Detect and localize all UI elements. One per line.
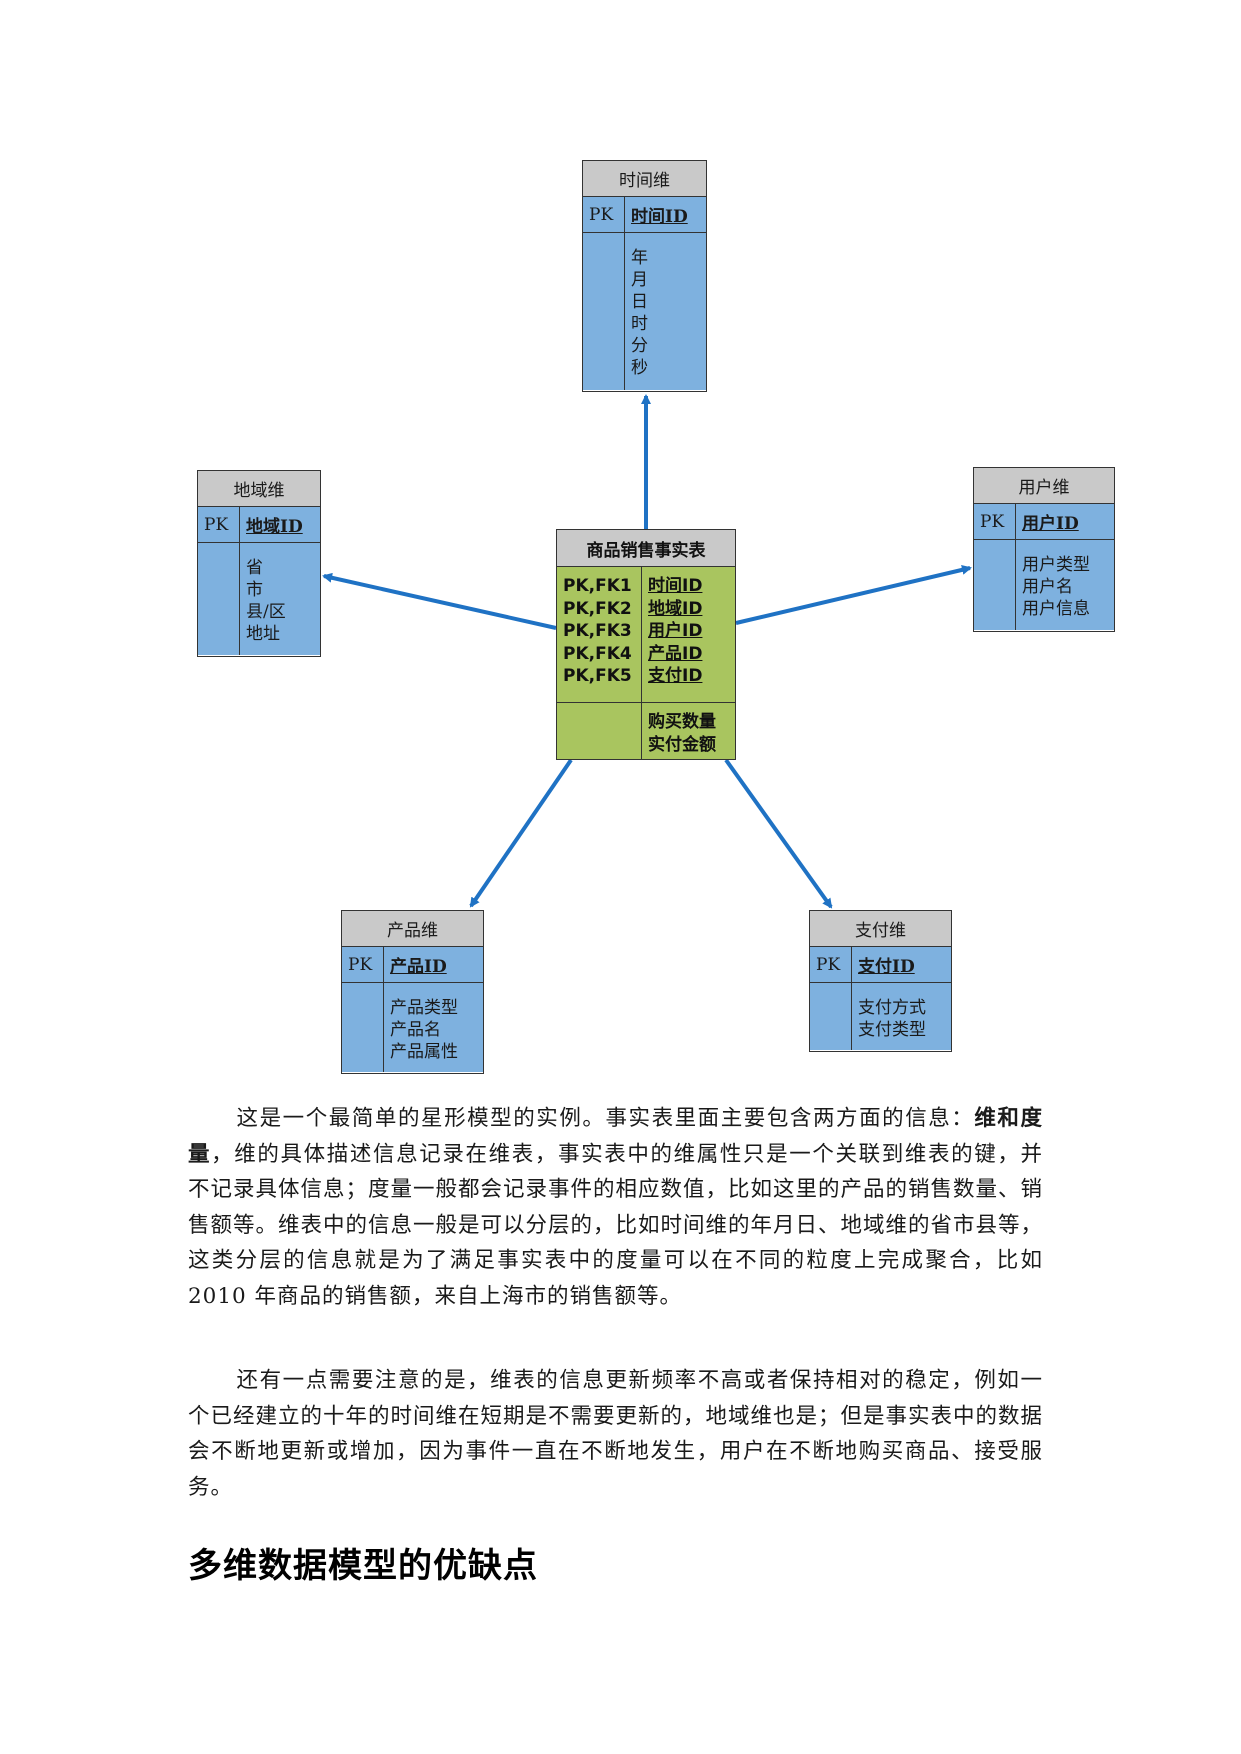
pk-field: 地域ID [246, 517, 303, 537]
arrow-to-payment [724, 758, 833, 909]
star-schema-diagram: 时间维 PK 时间ID 年 月 日 时 分 秒 地域维 PK 地域ID [197, 160, 1115, 1074]
attribute: 用户名 [1022, 577, 1073, 597]
fact-field: 时间ID [648, 576, 703, 596]
attribute: 日 [631, 292, 648, 312]
fact-field: 支付ID [648, 666, 703, 686]
time-dimension-table: 时间维 PK 时间ID 年 月 日 时 分 秒 [582, 160, 707, 392]
table-title: 地域维 [198, 471, 320, 507]
fact-key: PK,FK2 [563, 598, 632, 619]
attribute: 用户信息 [1022, 599, 1090, 619]
attribute: 时 [631, 314, 648, 334]
attribute: 产品类型 [390, 998, 458, 1018]
user-dimension-table: 用户维 PK 用户ID 用户类型 用户名 用户信息 [973, 467, 1115, 632]
paragraph-text: 还有一点需要注意的是，维表的信息更新频率不高或者保持相对的稳定，例如一个已经建立… [188, 1368, 1044, 1500]
table-title: 用户维 [974, 468, 1114, 504]
paragraph-text: 这是一个最简单的星形模型的实例。事实表里面主要包含两方面的信息： [236, 1106, 975, 1131]
region-dimension-table: 地域维 PK 地域ID 省 市 县/区 地址 [197, 470, 321, 657]
attribute: 地址 [246, 624, 280, 644]
sales-fact-table: 商品销售事实表 PK,FK1 PK,FK2 PK,FK3 PK,FK4 PK,F… [556, 529, 736, 760]
fact-field: 产品ID [648, 643, 703, 664]
arrow-to-product [469, 758, 573, 908]
fact-key: PK,FK3 [563, 621, 632, 641]
fact-measure: 购买数量 [648, 712, 716, 732]
fact-field: 地域ID [648, 598, 703, 619]
payment-dimension-table: 支付维 PK 支付ID 支付方式 支付类型 [809, 910, 952, 1052]
attribute: 市 [246, 580, 263, 600]
table-title: 产品维 [342, 911, 483, 947]
product-dimension-table: 产品维 PK 产品ID 产品类型 产品名 产品属性 [341, 910, 484, 1074]
bold-term: 维和度量 [188, 1106, 1043, 1167]
pk-field: 支付ID [858, 957, 915, 977]
pk-field: 用户ID [1022, 514, 1079, 534]
section-heading: 多维数据模型的优缺点 [188, 1546, 538, 1586]
attribute: 省 [246, 558, 263, 578]
attribute: 支付类型 [858, 1020, 926, 1040]
attribute: 县/区 [246, 602, 286, 622]
attribute: 产品名 [390, 1020, 441, 1040]
pk-label: PK [974, 504, 1016, 539]
attribute: 用户类型 [1022, 555, 1090, 575]
attribute: 产品属性 [390, 1042, 458, 1062]
pk-field: 时间ID [631, 207, 688, 227]
attribute: 年 [631, 248, 648, 268]
attribute: 月 [631, 270, 648, 290]
paragraph-text: ，维的具体描述信息记录在维表，事实表中的维属性只是一个关联到维表的键，并不记录具… [188, 1141, 1044, 1309]
paragraph-update-frequency: 还有一点需要注意的是，维表的信息更新频率不高或者保持相对的稳定，例如一个已经建立… [188, 1363, 1043, 1505]
arrow-to-region [322, 572, 557, 630]
fact-field: 用户ID [648, 621, 703, 641]
pk-label: PK [198, 507, 240, 542]
table-title: 时间维 [583, 161, 706, 197]
fact-measure: 实付金额 [648, 734, 716, 755]
pk-label: PK [342, 947, 384, 982]
table-title: 支付维 [810, 911, 951, 947]
attribute: 秒 [631, 358, 648, 378]
arrow-to-user [735, 564, 972, 625]
relationship-arrows [322, 394, 972, 909]
pk-label: PK [583, 197, 625, 232]
fact-key: PK,FK1 [563, 576, 632, 596]
pk-label: PK [810, 947, 852, 982]
paragraph-star-schema: 这是一个最简单的星形模型的实例。事实表里面主要包含两方面的信息：维和度量，维的具… [188, 1101, 1043, 1314]
attribute: 分 [631, 336, 648, 356]
fact-key: PK,FK4 [563, 643, 632, 664]
attribute: 支付方式 [858, 998, 926, 1018]
fact-table-title: 商品销售事实表 [557, 530, 735, 567]
fact-key: PK,FK5 [563, 666, 632, 686]
pk-field: 产品ID [390, 957, 447, 977]
